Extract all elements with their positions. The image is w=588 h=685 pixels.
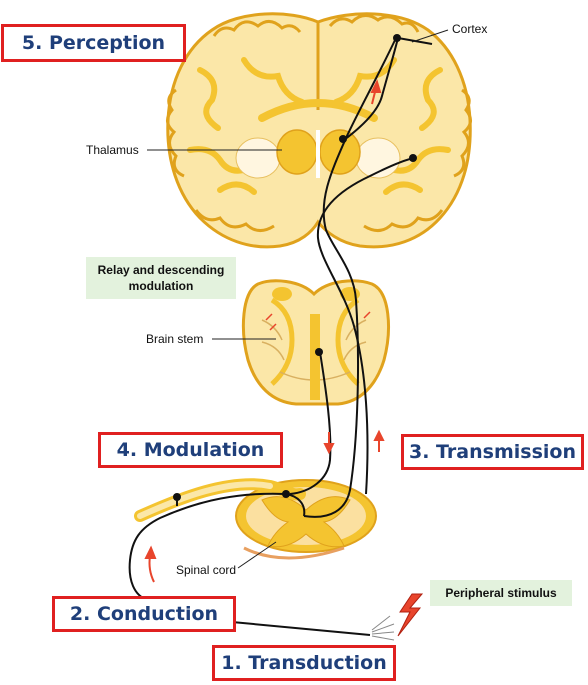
- spinal-cord-label: Spinal cord: [176, 563, 237, 577]
- cortex-up-arrow-head: [370, 79, 382, 93]
- brain-section: [166, 12, 472, 249]
- left-gyri: [166, 20, 302, 232]
- spinal-cord-leader: [237, 541, 277, 569]
- perception-box: 5. Perception: [1, 24, 186, 62]
- brain-stem-section: [241, 279, 390, 406]
- ascending-tract-2: [316, 157, 415, 495]
- peripheral-stimulus-graphic: [371, 593, 424, 641]
- cortex-label: Cortex: [452, 22, 488, 36]
- direction-arrows: [144, 79, 385, 583]
- thalamic-relay: [343, 37, 399, 141]
- brain-stem-red-fibers: [265, 311, 371, 331]
- spinal-cord-section: [134, 478, 377, 560]
- thalamus-label: Thalamus: [86, 143, 139, 157]
- stimulus-rays: [371, 615, 395, 641]
- lightning-bolt-icon: [397, 593, 424, 637]
- conduction-up-arrow-head: [144, 545, 157, 559]
- leader-lines: [147, 29, 449, 569]
- transmission-up-arrow-head: [373, 429, 385, 441]
- modulation-down-arrow-head: [323, 443, 335, 455]
- cortex-leader: [411, 29, 449, 43]
- modulation-box: 4. Modulation: [98, 432, 283, 468]
- transmission-box: 3. Transmission: [401, 434, 584, 470]
- peripheral-nerve: [128, 492, 371, 636]
- spinal-grey-matter: [261, 496, 351, 548]
- relay-descending-label: Relay and descending modulation: [86, 257, 236, 299]
- ascending-tract: [303, 37, 397, 518]
- conduction-box: 2. Conduction: [52, 596, 236, 632]
- left-basal-ganglia: [235, 137, 281, 179]
- left-cortex-folds: [187, 57, 305, 195]
- peripheral-stimulus-label: Peripheral stimulus: [430, 580, 572, 606]
- dorsal-root-highlight: [137, 481, 273, 519]
- transduction-box: 1. Transduction: [212, 645, 396, 681]
- left-thalamus: [276, 129, 318, 175]
- thalamus-neuron: [339, 135, 347, 143]
- thalamus-neuron-2: [409, 154, 417, 162]
- right-cortex-folds: [333, 57, 451, 195]
- spinal-cord-skin-fold: [243, 546, 345, 560]
- brain-stem-label: Brain stem: [146, 332, 204, 346]
- conduction-up-arrow-shaft: [148, 555, 155, 583]
- spinal-neuron: [282, 490, 290, 498]
- brain-stem-midline: [310, 314, 320, 400]
- brain-stem-nucleus-left: [272, 287, 292, 301]
- pain-pathway: [128, 37, 433, 636]
- brain-stem-neuron: [315, 348, 323, 356]
- right-gyri: [328, 14, 472, 232]
- cortex-neuron: [393, 34, 401, 42]
- corpus-callosum: [258, 99, 378, 122]
- descending-tract: [289, 351, 332, 495]
